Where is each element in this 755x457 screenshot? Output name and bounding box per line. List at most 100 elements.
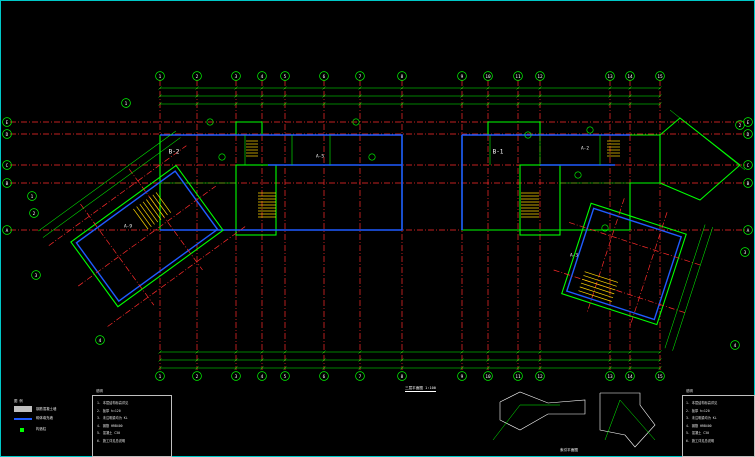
notes-right-line: 4. 钢筋 HRB400 bbox=[686, 423, 712, 428]
axis-bubble-top: 3 bbox=[231, 71, 241, 81]
axis-bubble-top-label: 5 bbox=[284, 74, 287, 80]
axis-bubble-left: B bbox=[2, 178, 12, 188]
axis-bubble-bottom-label: 10 bbox=[485, 374, 491, 380]
notes-right-line: 2. 板厚 h=120 bbox=[686, 408, 710, 413]
axis-bubble-wing-left-label: 1 bbox=[31, 194, 34, 200]
axis-bubble-wing-right: 1 bbox=[121, 98, 131, 108]
vertical-grid-lines bbox=[159, 80, 661, 370]
axis-bubble-bottom: 7 bbox=[355, 371, 365, 381]
axis-bubble-bottom-label: 8 bbox=[401, 374, 404, 380]
axis-bubble-bottom: 5 bbox=[280, 371, 290, 381]
axis-bubble-right: C bbox=[743, 160, 753, 170]
partition-walls bbox=[160, 135, 630, 184]
building-walls bbox=[159, 121, 661, 236]
axis-bubble-top: 14 bbox=[625, 71, 635, 81]
axis-bubble-bottom-label: 15 bbox=[657, 374, 663, 380]
axis-bubble-left-label: C bbox=[6, 163, 9, 169]
block-label-left: B-2 bbox=[169, 149, 180, 156]
notes-title-left: 说明 bbox=[96, 389, 103, 393]
axis-bubble-left-label: A bbox=[6, 228, 9, 234]
axis-bubble-wing-left: 4 bbox=[95, 335, 105, 345]
axis-bubble-wing-right: 4 bbox=[730, 340, 740, 350]
axis-bubble-wing-left: 2 bbox=[29, 208, 39, 218]
axis-bubble-top: 4 bbox=[257, 71, 267, 81]
axis-bubble-bottom-label: 6 bbox=[323, 374, 326, 380]
axis-bubble-bottom: 3 bbox=[231, 371, 241, 381]
axis-bubble-top-label: 10 bbox=[485, 74, 491, 80]
axis-bubble-bottom-label: 14 bbox=[627, 374, 633, 380]
axis-bubble-wing-left-label: 4 bbox=[99, 338, 102, 344]
lift-label-mid: A-5 bbox=[316, 154, 324, 160]
axis-bubble-bottom-label: 1 bbox=[159, 374, 162, 380]
axis-bubble-right: D bbox=[743, 129, 753, 139]
axis-bubbles-wing: 1 2 3 4 1 2 3 4 bbox=[27, 98, 750, 350]
legend-swatch-wall bbox=[14, 418, 32, 420]
axis-bubble-left-label: D bbox=[6, 132, 9, 138]
stair-hatching bbox=[246, 140, 620, 218]
notes-right-line: 6. 施工详见总说明 bbox=[686, 438, 715, 443]
axis-bubble-left: D bbox=[2, 129, 12, 139]
axis-bubble-bottom-label: 12 bbox=[537, 374, 543, 380]
axis-bubble-bottom-label: 5 bbox=[284, 374, 287, 380]
notes-right-line: 1. 本层结构标高详见 bbox=[686, 401, 718, 405]
notes-title-right: 说明 bbox=[686, 389, 693, 393]
axis-bubble-top-label: 1 bbox=[159, 74, 162, 80]
notes-left-line: 2. 板厚 h=120 bbox=[97, 408, 121, 413]
axis-bubble-right-label: A bbox=[747, 228, 750, 234]
axis-bubble-right-label: B bbox=[747, 181, 750, 187]
axis-bubble-top: 7 bbox=[355, 71, 365, 81]
axis-bubble-top: 10 bbox=[483, 71, 493, 81]
axis-bubble-bottom-label: 4 bbox=[261, 374, 264, 380]
legend-title: 图 例 bbox=[14, 399, 23, 403]
notes-left-line: 1. 本层结构标高详见 bbox=[97, 401, 129, 405]
axis-bubble-right: B bbox=[743, 178, 753, 188]
key-plan-leaders bbox=[492, 399, 656, 441]
axis-bubble-top: 11 bbox=[513, 71, 523, 81]
axis-bubble-bottom: 9 bbox=[457, 371, 467, 381]
axis-bubble-top: 13 bbox=[605, 71, 615, 81]
notes-left-line: 3. 未注明梁均为 KL bbox=[97, 416, 128, 420]
axis-bubble-wing-right-label: 1 bbox=[125, 101, 128, 107]
axis-bubble-top-label: 9 bbox=[461, 74, 464, 80]
axis-bubble-wing-right-label: 3 bbox=[744, 250, 747, 256]
right-wing bbox=[553, 198, 713, 351]
axis-bubble-top-label: 4 bbox=[261, 74, 264, 80]
dimension-ticks bbox=[158, 86, 662, 370]
legend-item-3: 构造柱 bbox=[36, 427, 47, 431]
axis-bubble-bottom-label: 13 bbox=[607, 374, 613, 380]
axis-bubble-right-label: D bbox=[747, 132, 750, 138]
axis-bubble-left: E bbox=[2, 117, 12, 127]
axis-bubble-bottom: 1 bbox=[155, 371, 165, 381]
section-markers bbox=[206, 118, 609, 232]
axis-bubble-bottom: 6 bbox=[319, 371, 329, 381]
notes-right-line: 5. 混凝土 C30 bbox=[686, 431, 709, 435]
axis-bubble-right-label: E bbox=[747, 120, 750, 126]
axis-bubble-top-label: 15 bbox=[657, 74, 663, 80]
axis-bubble-bottom: 14 bbox=[625, 371, 635, 381]
axis-bubble-left: A bbox=[2, 225, 12, 235]
axis-bubble-wing-right: 3 bbox=[740, 247, 750, 257]
axis-bubble-wing-left-label: 2 bbox=[33, 211, 36, 217]
caption-main: 三层平面图 1:100 bbox=[405, 386, 436, 392]
axis-bubble-bottom: 11 bbox=[513, 371, 523, 381]
axis-bubble-bottom: 13 bbox=[605, 371, 615, 381]
axis-bubble-bottom: 8 bbox=[397, 371, 407, 381]
axis-bubbles-left: ED C B A bbox=[2, 117, 12, 235]
legend-swatch-concrete bbox=[14, 406, 32, 412]
caption-key-plan: 索引平面图 bbox=[560, 448, 578, 452]
axis-bubble-top-label: 2 bbox=[196, 74, 199, 80]
lift-label-right: A-2 bbox=[581, 146, 589, 152]
axis-bubble-top-label: 12 bbox=[537, 74, 543, 80]
block-label-right: B-1 bbox=[493, 149, 504, 156]
axis-bubble-wing-left: 1 bbox=[27, 191, 37, 201]
axis-bubble-wing-right: 2 bbox=[735, 120, 745, 130]
axis-bubble-wing-left-label: 3 bbox=[35, 273, 38, 279]
axis-bubble-top-label: 14 bbox=[627, 74, 633, 80]
axis-bubble-left: C bbox=[2, 160, 12, 170]
legend-item-2: 砌体填充墙 bbox=[36, 416, 53, 420]
axis-bubble-bottom: 12 bbox=[535, 371, 545, 381]
axis-bubble-right: A bbox=[743, 225, 753, 235]
axis-bubble-top-label: 8 bbox=[401, 74, 404, 80]
axis-bubble-top: 9 bbox=[457, 71, 467, 81]
